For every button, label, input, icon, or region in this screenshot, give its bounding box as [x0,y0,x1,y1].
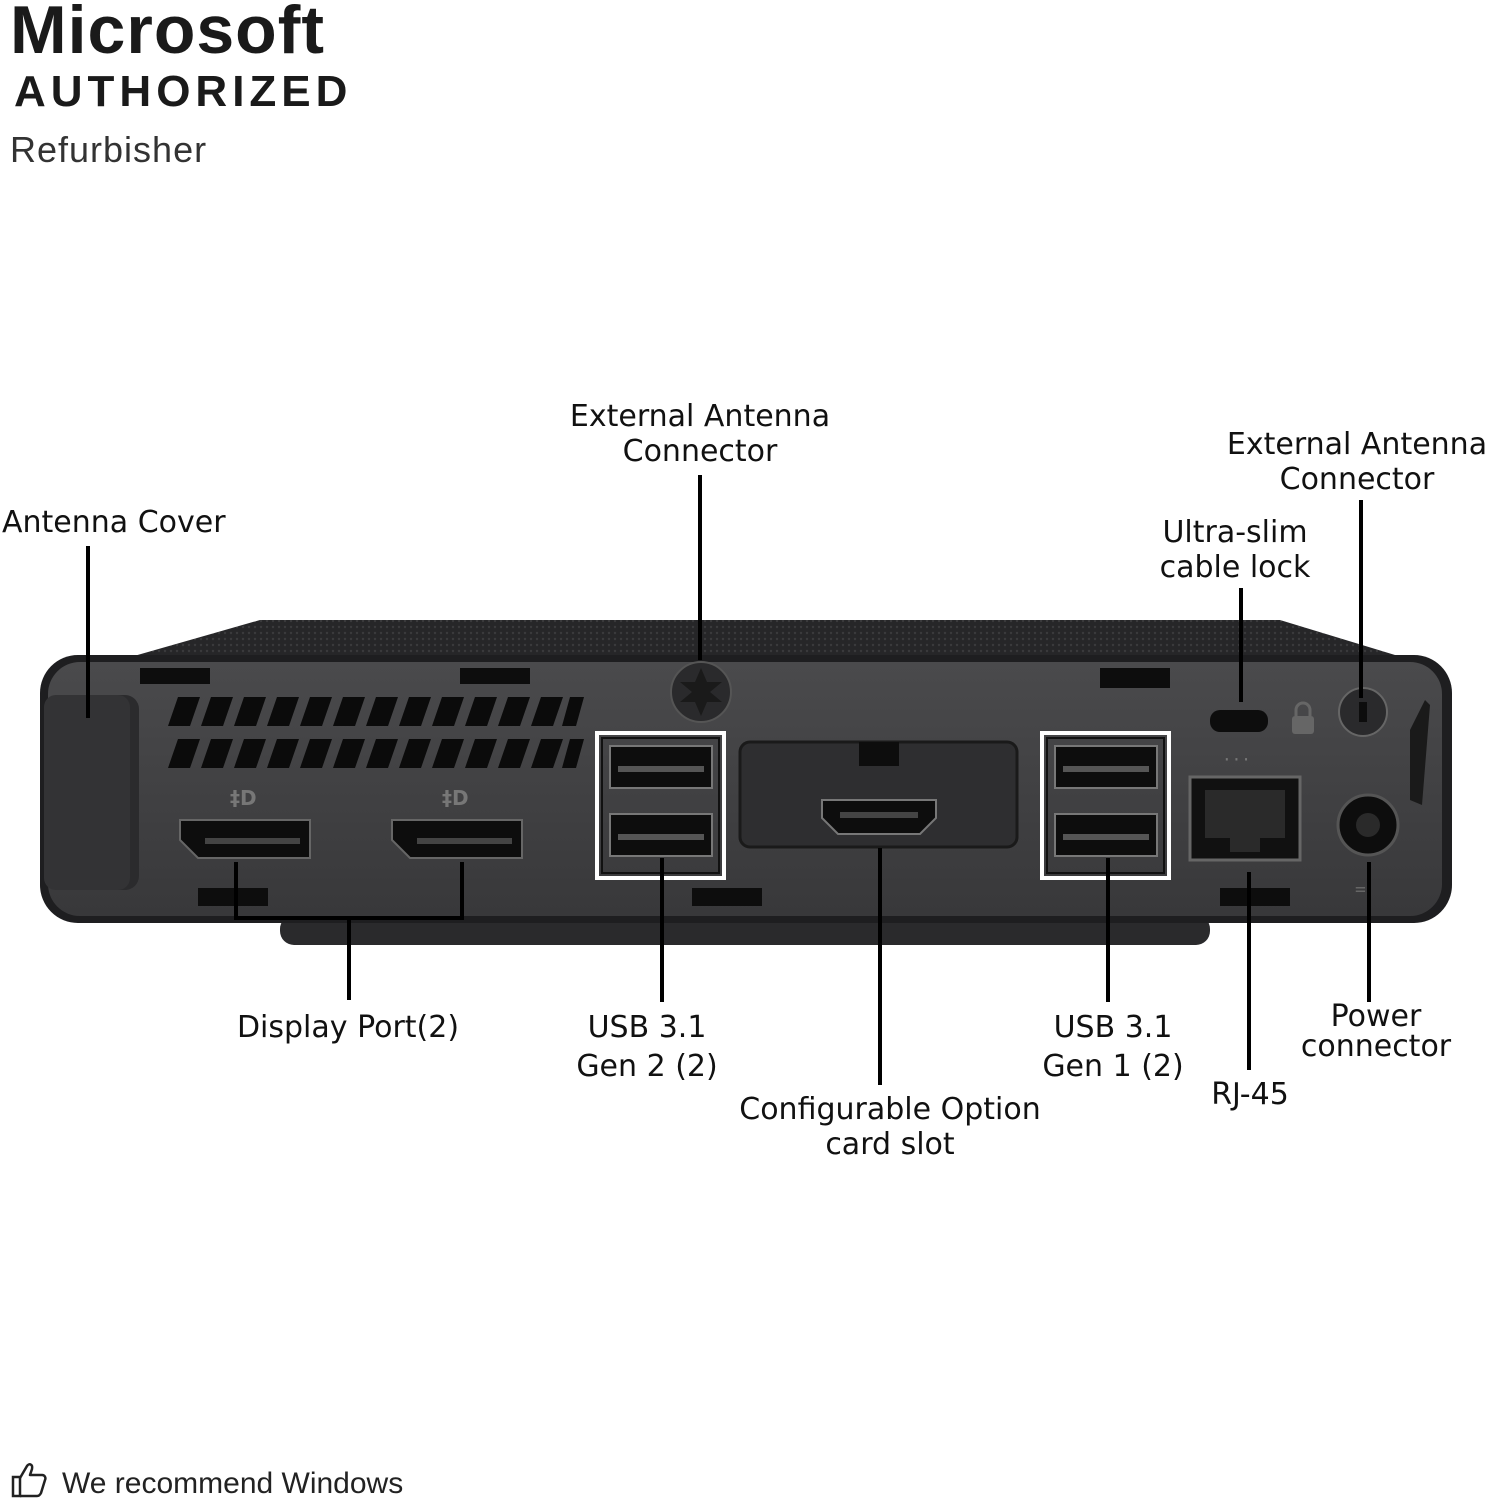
brand-microsoft: Microsoft [10,0,325,68]
usb-gen1-ports [1040,731,1171,880]
chassis-top [120,620,1395,660]
svg-text:=: = [1355,879,1366,900]
label-line: USB 3.1 [1053,1010,1173,1045]
rj45-port: ··· [1188,750,1302,862]
callout-lines [86,475,1371,1085]
footer-text: We recommend Windows [62,1467,404,1500]
usb-gen2-ports [595,731,726,880]
vent-grille [168,697,584,768]
footer-recommendation: We recommend Windows [10,1462,403,1506]
label-line: External Antenna [569,399,831,434]
label-rj45-text: RJ-45 [1211,1077,1289,1112]
cable-lock-slot [1210,701,1314,734]
brand-authorized: AUTHORIZED [14,67,353,116]
top-slot [140,668,210,684]
label-external-antenna-top: External Antenna Connector [560,399,840,469]
label-line: Power [1330,999,1422,1034]
label-option-slot: Configurable Option card slot [720,1092,1060,1162]
bottom-slot [1220,888,1290,906]
top-slot [460,668,530,684]
svg-text:‡D: ‡D [442,786,469,810]
label-antenna-cover-text: Antenna Cover [2,505,226,540]
displayport-1: ‡D [179,786,311,859]
brand-refurbisher: Refurbisher [10,129,208,170]
label-line: External Antenna [1226,427,1488,462]
label-line: Configurable Option [739,1092,1041,1127]
bottom-slot [692,888,762,906]
option-card-slot [738,740,1019,849]
label-power-connector: Power connector [1290,1002,1462,1062]
label-display-port: Display Port(2) [230,1010,466,1045]
top-slot [1100,668,1170,688]
label-line: Gen 1 (2) [1042,1049,1184,1084]
label-display-port-text: Display Port(2) [236,1010,460,1045]
bottom-slot [198,888,268,906]
svg-text:···: ··· [1222,750,1251,769]
svg-text:‡D: ‡D [230,786,257,810]
displayport-2: ‡D [391,786,523,859]
label-antenna-cover: Antenna Cover [2,505,226,540]
thumbs-up-icon [10,1462,48,1506]
label-line: Ultra-slim [1162,515,1308,550]
label-line: Connector [1279,462,1435,497]
label-external-antenna-right: External Antenna Connector [1218,427,1490,497]
label-line: connector [1300,1029,1452,1064]
label-line: USB 3.1 [587,1010,707,1045]
label-line: cable lock [1159,550,1311,585]
external-antenna-connector [670,661,732,723]
label-usb-gen1: USB 3.1 Gen 1 (2) [1038,1010,1188,1084]
label-line: card slot [825,1127,955,1162]
antenna-cover [44,695,139,890]
label-usb-gen2: USB 3.1 Gen 2 (2) [572,1010,722,1084]
label-line: Connector [622,434,778,469]
power-connector: = [1336,793,1400,900]
label-cable-lock: Ultra-slim cable lock [1150,515,1320,585]
side-latch [1410,700,1430,805]
label-rj45: RJ-45 [1200,1077,1300,1112]
label-line: Gen 2 (2) [576,1049,718,1084]
